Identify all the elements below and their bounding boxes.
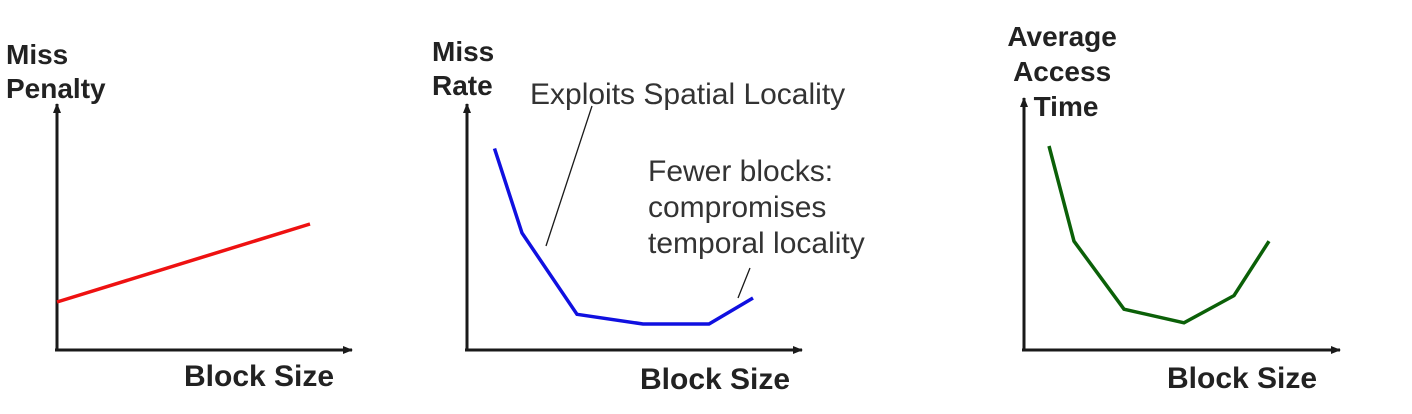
y-axis-label-line: Access <box>1013 56 1111 87</box>
y-axis-label: Average Access Time <box>1007 21 1124 122</box>
annotation-line: Exploits Spatial Locality <box>530 78 845 111</box>
y-axis-label: Miss Rate <box>432 36 502 101</box>
chart-average-access-time: Average Access Time Block Size <box>1007 21 1341 395</box>
x-axis-label: Block Size <box>640 363 790 396</box>
plot-area <box>1047 145 1271 325</box>
y-axis-label-line: Miss <box>6 39 68 70</box>
miss-penalty-line <box>56 222 311 304</box>
y-axis-label-line: Rate <box>432 70 493 101</box>
chart-miss-penalty: Miss Penalty Block Size <box>6 39 353 393</box>
average-access-time-line <box>1047 145 1271 325</box>
annotation-temporal-locality: Fewer blocks: compromises temporal local… <box>648 155 865 260</box>
y-axis-label-line: Penalty <box>6 73 106 104</box>
annotation-spatial-locality: Exploits Spatial Locality <box>530 78 845 111</box>
y-axis-label-line: Average <box>1007 21 1116 52</box>
y-axis-label: Miss Penalty <box>6 39 106 104</box>
annotation-line: temporal locality <box>648 227 865 260</box>
annotation-line: compromises <box>648 191 826 224</box>
annotation-line: Fewer blocks: <box>648 155 833 188</box>
annotation-leader-temporal <box>737 267 751 299</box>
annotation-leader-spatial <box>545 105 593 247</box>
y-axis-label-line: Time <box>1034 91 1099 122</box>
plot-area <box>56 222 311 304</box>
miss-rate-line <box>492 147 754 326</box>
x-axis-label: Block Size <box>1167 362 1317 395</box>
x-axis-label: Block Size <box>184 360 334 393</box>
plot-area <box>492 147 754 326</box>
chart-miss-rate: Miss Rate Block Size Exploits Spatial Lo… <box>432 36 865 396</box>
y-axis-label-line: Miss <box>432 36 494 67</box>
